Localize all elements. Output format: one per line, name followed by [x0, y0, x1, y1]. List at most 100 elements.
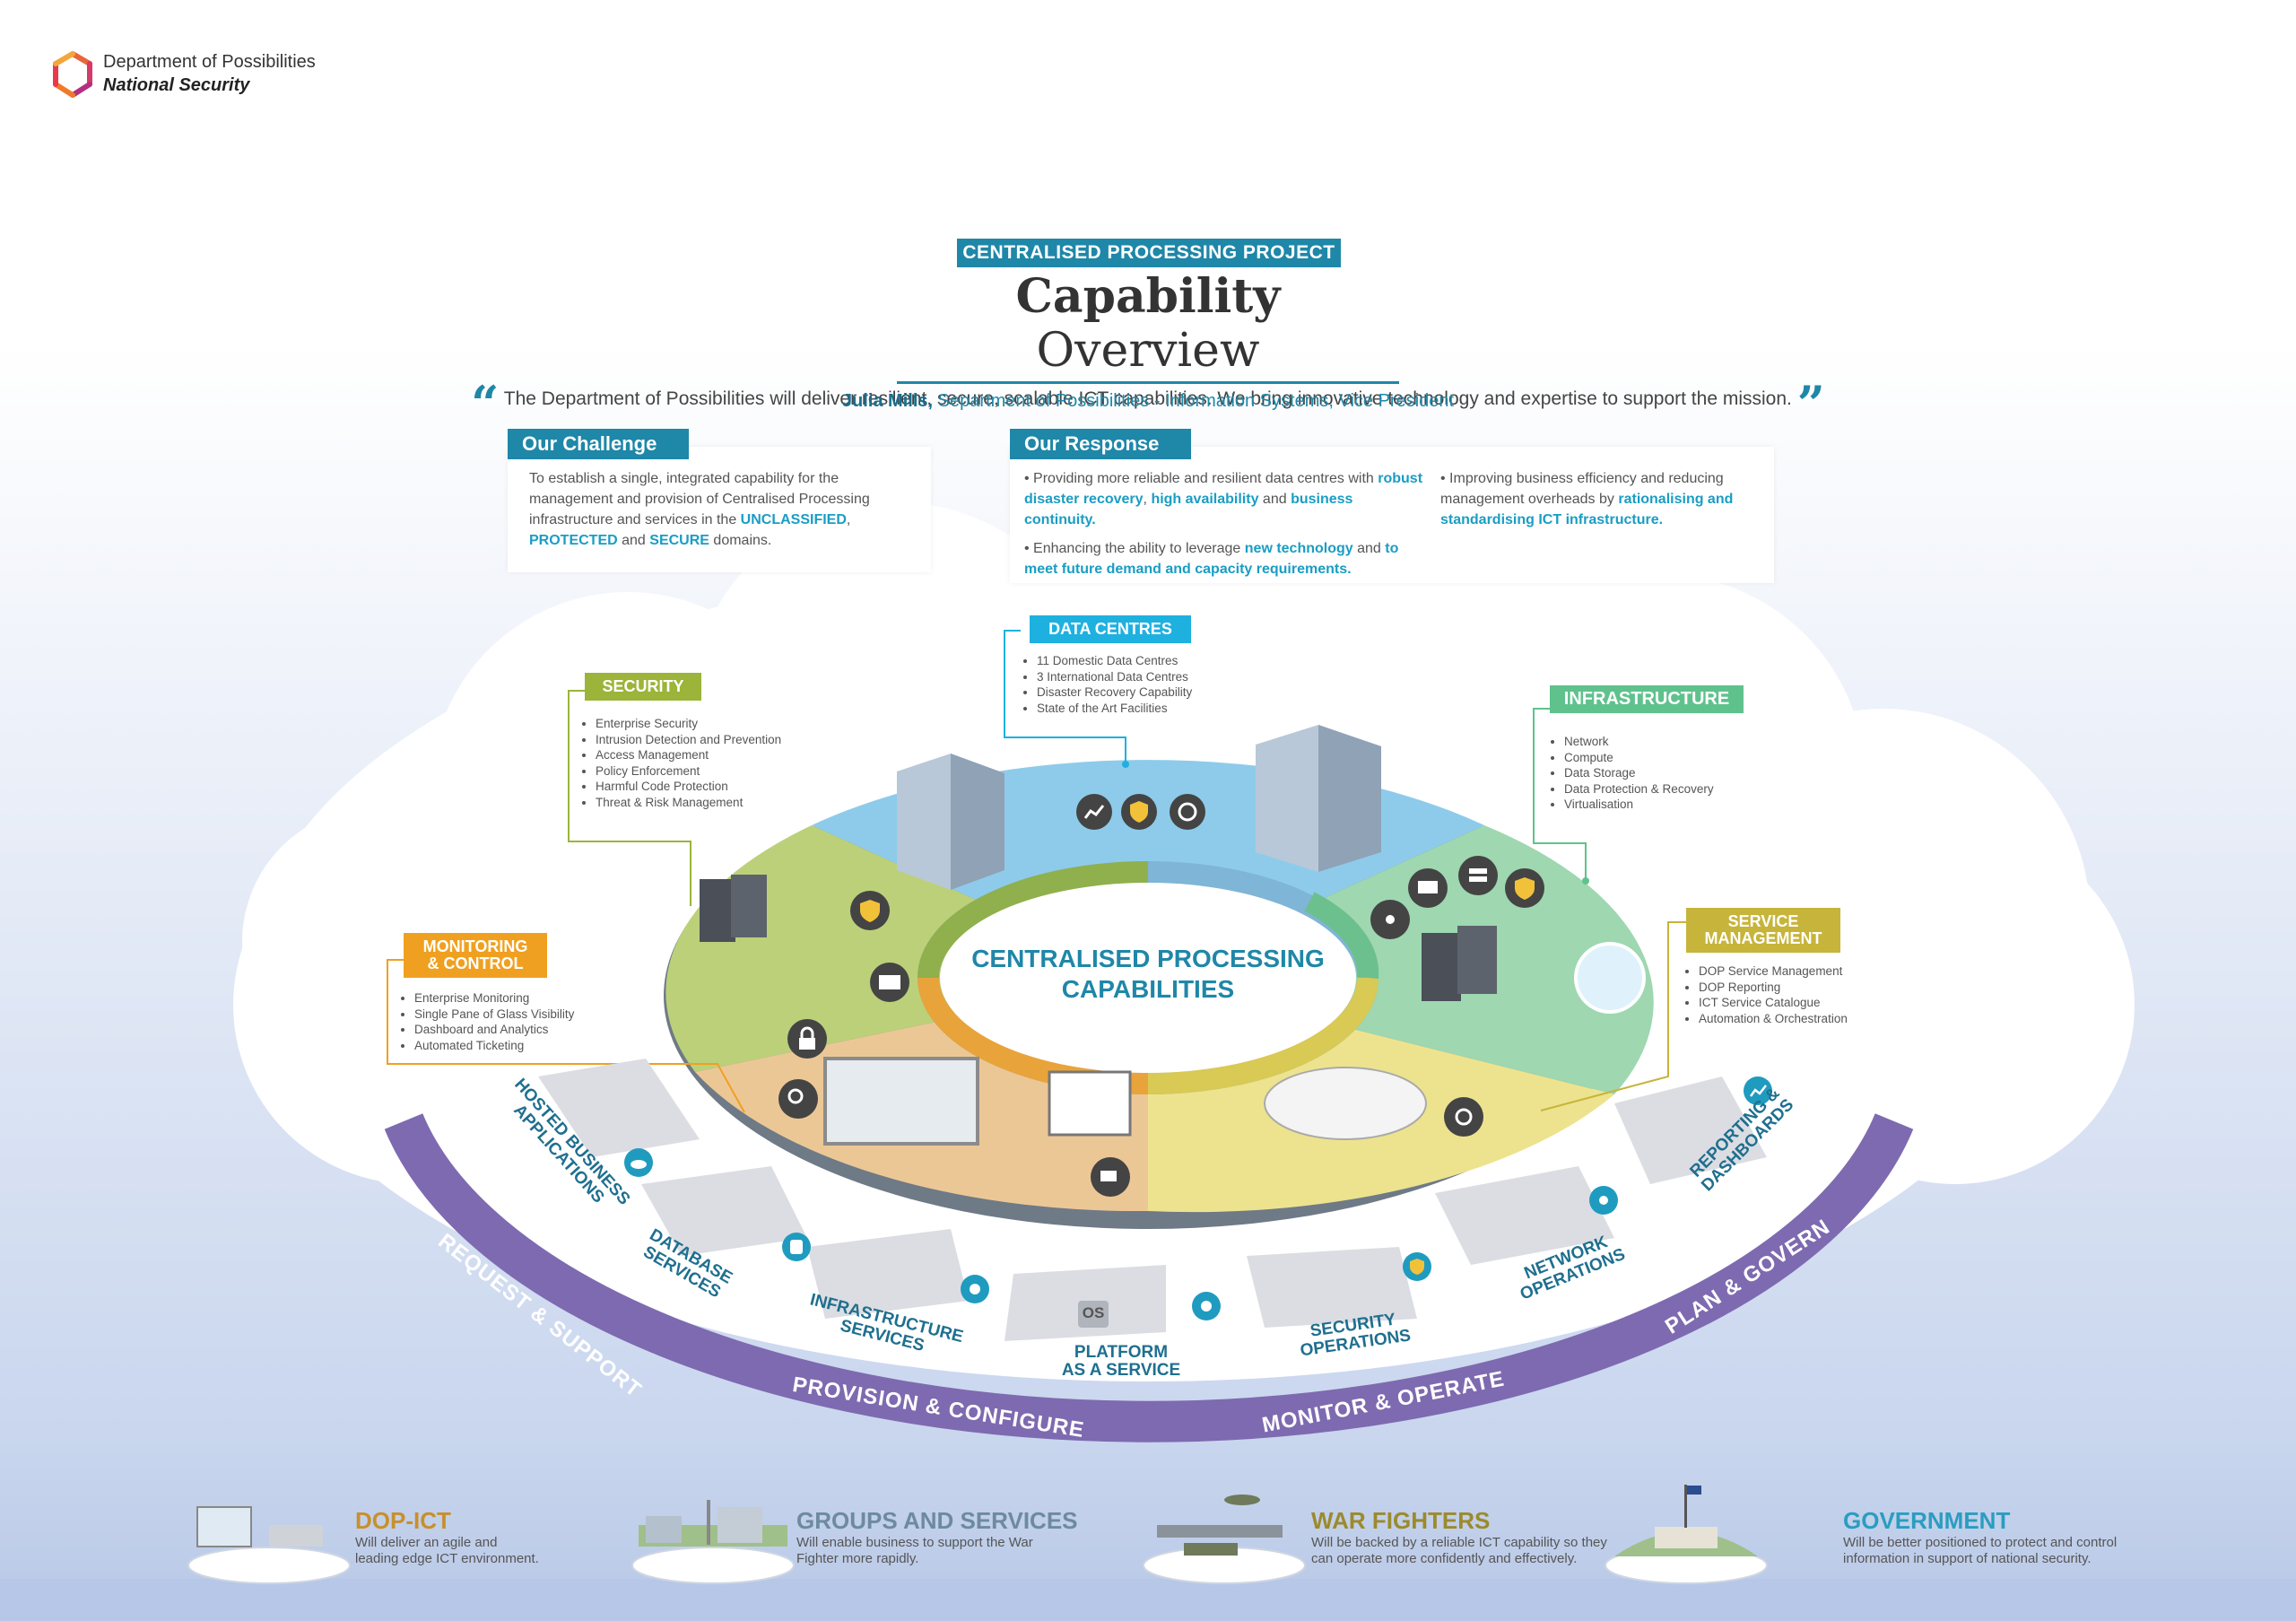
- footer-war-fighters: WAR FIGHTERS Will be backed by a reliabl…: [1311, 1507, 1652, 1567]
- footer-desc: can operate more confidently and effecti…: [1311, 1551, 1578, 1566]
- footer-title: DOP-ICT: [355, 1507, 451, 1534]
- war-fighters-illustration: [1143, 1495, 1306, 1584]
- quote-author: Julia Mills,: [841, 391, 934, 411]
- response-bullet-2: • Enhancing the ability to leverage new …: [1024, 541, 1399, 577]
- resp-b1-sep: ,: [1143, 492, 1147, 507]
- inner-ring-service: [1147, 977, 1378, 1094]
- response-panel: [1010, 447, 1774, 583]
- page-title: Capability Overview: [897, 269, 1399, 384]
- government-illustration: [1605, 1485, 1768, 1584]
- footer-desc: Will be backed by a reliable ICT capabil…: [1311, 1535, 1607, 1550]
- camera-icon: [1091, 1157, 1130, 1197]
- inner-ring-infra: [1304, 892, 1379, 980]
- meeting-table: [1264, 1067, 1427, 1140]
- resp-b1-hl2: high availability: [1151, 492, 1259, 507]
- refresh-icon: [1170, 794, 1205, 830]
- list-item: Enterprise Monitoring: [414, 990, 683, 1007]
- server-rack-infra-2: [1457, 926, 1497, 994]
- service-management-list: DOP Service Management DOP Reporting ICT…: [1684, 963, 1968, 1026]
- project-banner: CENTRALISED PROCESSING PROJECT: [957, 239, 1341, 267]
- security-list: Enterprise Security Intrusion Detection …: [581, 716, 865, 810]
- tile-infrastructure: [807, 1229, 969, 1319]
- service-label-l1: SERVICE: [1727, 912, 1799, 930]
- server-rack-infra: [1422, 933, 1461, 1001]
- centre-label-line2: CAPABILITIES: [1061, 975, 1235, 1003]
- server-rack-security-2: [731, 875, 767, 937]
- quote-attribution: Julia Mills, Separtment of Possibilities…: [430, 391, 1866, 412]
- inner-ring-security: [918, 861, 1149, 979]
- challenge-sep1: ,: [846, 512, 851, 527]
- infrastructure-label: INFRASTRUCTURE: [1550, 685, 1744, 713]
- computer-icon: [1408, 868, 1448, 908]
- hexagon-logo-icon: [53, 51, 92, 98]
- challenge-text-main: To establish a single, integrated capabi…: [529, 471, 870, 527]
- resp-b1-text: Providing more reliable and resilient da…: [1033, 471, 1374, 486]
- list-item: Disaster Recovery Capability: [1037, 684, 1270, 701]
- challenge-text: To establish a single, integrated capabi…: [529, 468, 915, 551]
- cloud-icon: [624, 1148, 653, 1177]
- list-item: Virtualisation: [1564, 797, 1797, 813]
- org-unit: National Security: [103, 75, 250, 95]
- resp-b2-and: and: [1357, 541, 1381, 556]
- monitoring-label-l2: & CONTROL: [427, 954, 524, 972]
- groups-services-illustration: [631, 1500, 795, 1584]
- list-item: Single Pane of Glass Visibility: [414, 1007, 683, 1023]
- footer-title: GROUPS AND SERVICES: [796, 1507, 1078, 1534]
- data-centres-list: 11 Domestic Data Centres 3 International…: [1022, 653, 1270, 716]
- quote-role: Separtment of Possibilities - Informatio…: [937, 391, 1455, 411]
- svc-line: AS A SERVICE: [1061, 1361, 1181, 1380]
- monitoring-wall-screen: [823, 1057, 979, 1146]
- security-shield-icon: [850, 891, 890, 930]
- service-label-l2: MANAGEMENT: [1704, 929, 1822, 947]
- title-regular: Overview: [1036, 324, 1260, 378]
- close-quote-icon: ”: [1796, 375, 1825, 432]
- resp-b1-hl1: robust disaster recovery: [1024, 471, 1423, 507]
- list-item: Intrusion Detection and Prevention: [596, 732, 865, 748]
- monitoring-list: Enterprise Monitoring Single Pane of Gla…: [400, 990, 683, 1053]
- data-centre-building-left: [897, 754, 1004, 890]
- server-rack-security: [700, 879, 735, 942]
- list-item: Automated Ticketing: [414, 1038, 683, 1054]
- title-bold: Capability: [1015, 269, 1281, 324]
- band-arc: [384, 1113, 1914, 1442]
- monitoring-label-l1: MONITORING: [422, 937, 528, 955]
- list-item: Compute: [1564, 750, 1797, 766]
- data-centres-label: DATA CENTRES: [1030, 615, 1191, 643]
- quote-text: The Department of Possibilities will del…: [503, 388, 1792, 409]
- infrastructure-list: Network Compute Data Storage Data Protec…: [1550, 734, 1797, 813]
- challenge-panel: [508, 447, 931, 572]
- tile-hosted: [538, 1059, 700, 1157]
- connector-service-mgmt: [1540, 921, 1686, 1111]
- svc-line: PLATFORM: [1074, 1343, 1169, 1362]
- footer-desc: information in support of national secur…: [1843, 1551, 2092, 1566]
- list-item: Access Management: [596, 747, 865, 763]
- platform-as-a-service-label: PLATFORM AS A SERVICE: [1040, 1344, 1202, 1380]
- connector-security: [568, 690, 691, 906]
- resp-b1-and: and: [1262, 492, 1287, 507]
- segment-security: [665, 825, 1148, 1072]
- list-item: DOP Reporting: [1699, 980, 1968, 996]
- list-item: Dashboard and Analytics: [414, 1022, 683, 1038]
- database-icon: [782, 1233, 811, 1261]
- security-label: SECURITY: [585, 673, 701, 701]
- resp-b1-hl3: business continuity.: [1024, 492, 1353, 527]
- response-tab: Our Response: [1010, 429, 1191, 459]
- footer-desc: Will deliver an agile and: [355, 1535, 498, 1550]
- centre-hub: [940, 883, 1356, 1073]
- id-card-icon: [870, 963, 909, 1002]
- list-item: 3 International Data Centres: [1037, 669, 1270, 685]
- challenge-tab: Our Challenge: [508, 429, 689, 459]
- shield-icon: [1121, 794, 1157, 830]
- footer-groups-services: GROUPS AND SERVICES Will enable business…: [796, 1507, 1119, 1567]
- tile-network-ops: [1435, 1166, 1614, 1265]
- chart-icon: [1744, 1076, 1772, 1105]
- org-name: Department of Possibilities: [103, 52, 316, 72]
- footer-title: WAR FIGHTERS: [1311, 1507, 1491, 1534]
- footer-government: GOVERNMENT Will be better positioned to …: [1843, 1507, 2202, 1567]
- magnifier-icon: [778, 1079, 818, 1119]
- lock-icon: [787, 1019, 827, 1059]
- challenge-text-end: domains.: [713, 533, 772, 548]
- cloud-bubble-icon: [1574, 942, 1646, 1014]
- centre-label: CENTRALISED PROCESSING CAPABILITIES: [969, 944, 1327, 1005]
